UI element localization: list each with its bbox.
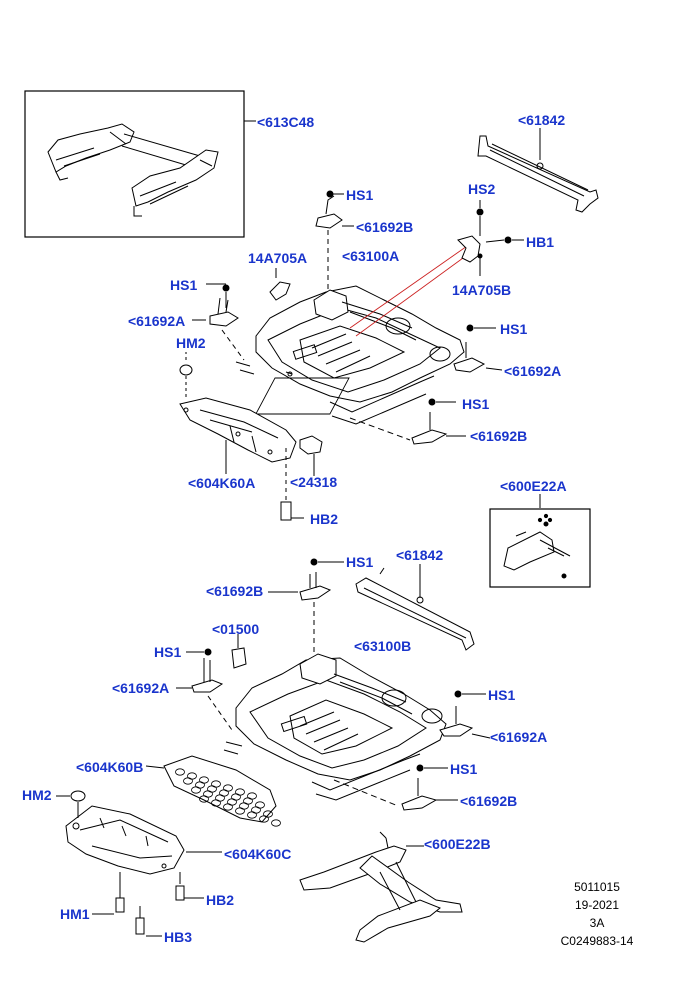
plug-HM2-lower xyxy=(56,790,86,818)
callout-61842-bottom: <61842 xyxy=(396,547,444,563)
bracket-61692B-lower-right xyxy=(333,764,458,811)
callout-hm1: HM1 xyxy=(60,906,90,922)
seat-hinge-assembly-inset xyxy=(24,90,245,238)
callout-61692A-a: <61692A xyxy=(128,313,186,329)
heater-mat-cell xyxy=(247,811,257,819)
heater-mat-cell xyxy=(259,815,269,823)
seat-track-rail-bottom xyxy=(355,564,475,651)
heater-mat-cell xyxy=(271,819,281,827)
callout-63100A: <63100A xyxy=(342,248,400,264)
callout-hs1-g: HS1 xyxy=(488,687,516,703)
heater-mat-cell xyxy=(191,786,201,794)
callout-hs1-e: HS1 xyxy=(346,554,374,570)
callout-61692B-c: <61692B xyxy=(206,583,264,599)
callout-24318: <24318 xyxy=(290,474,338,490)
callout-hb1: HB1 xyxy=(526,234,555,250)
seat-track-rail-top xyxy=(477,128,599,213)
callout-61692A-d: <61692A xyxy=(490,729,548,745)
plate-604K60C xyxy=(65,805,222,904)
callout-604K60C: <604K60C xyxy=(224,846,292,862)
callout-600E22B: <600E22B xyxy=(424,836,491,852)
callout-hm2-b: HM2 xyxy=(22,787,52,803)
bolt-HB2-lower xyxy=(175,872,204,901)
bracket-61692B-lower xyxy=(268,558,344,656)
heater-mat-cell xyxy=(223,803,233,811)
callout-01500: <01500 xyxy=(212,621,260,637)
heater-mat-cell xyxy=(175,768,185,776)
plate-604K60A xyxy=(179,397,297,474)
clip-14A705B xyxy=(457,200,524,276)
callout-hs1-f: HS1 xyxy=(154,644,182,660)
bracket-61692A-upper-right xyxy=(453,324,503,373)
callout-613C48: <613C48 xyxy=(257,114,315,130)
callout-hb2-a: HB2 xyxy=(310,511,339,527)
clip-01500 xyxy=(231,634,247,669)
callout-61842-top: <61842 xyxy=(518,112,566,128)
harness-assembly-inset xyxy=(489,494,591,588)
callout-600E22A: <600E22A xyxy=(500,478,567,494)
callout-hs1-a: HS1 xyxy=(346,187,374,203)
bolt-HB2-upper xyxy=(280,448,304,521)
heater-mat-cell xyxy=(183,777,193,785)
heater-mat-cell xyxy=(199,795,209,803)
reference-line-2: 19-2021 xyxy=(574,898,620,912)
screw-HS1-upper-a xyxy=(326,190,344,198)
callout-63100B: <63100B xyxy=(354,638,412,654)
heater-mat-cell xyxy=(211,799,221,807)
callout-hs2: HS2 xyxy=(468,181,496,197)
seat-cushion-frame-lower xyxy=(223,653,447,801)
bolt-HM1 xyxy=(92,897,125,915)
callout-hs1-d: HS1 xyxy=(462,396,490,412)
callout-61692B-d: <61692B xyxy=(460,793,518,809)
reference-line-3: 3A xyxy=(589,916,605,930)
wiring-harness-600E22B xyxy=(299,831,463,943)
callout-61692B-a: <61692B xyxy=(356,219,414,235)
callout-hs1-c: HS1 xyxy=(500,321,528,337)
clip-24318 xyxy=(299,435,323,476)
bolt-HB3 xyxy=(135,906,162,937)
heater-mat-cell xyxy=(235,807,245,815)
callout-14A705B: 14A705B xyxy=(452,282,512,298)
highlight-leaders xyxy=(349,243,475,337)
callout-hs1-b: HS1 xyxy=(170,277,198,293)
clip-14A705A xyxy=(269,268,291,301)
bracket-61692B-upper xyxy=(315,195,354,290)
bracket-61692B-upper-right xyxy=(349,398,466,445)
callout-61692A-b: <61692A xyxy=(504,363,562,379)
reference-line-1: 5011015 xyxy=(574,880,620,894)
callout-61692B-b: <61692B xyxy=(470,428,528,444)
callout-604K60B: <604K60B xyxy=(76,759,144,775)
callout-604K60A: <604K60A xyxy=(188,475,256,491)
callout-hb2-b: HB2 xyxy=(206,892,235,908)
heater-mat-604K60B xyxy=(145,755,281,827)
callout-61692A-c: <61692A xyxy=(112,680,170,696)
bracket-61692A-lower-left xyxy=(176,648,233,731)
callout-hs1-h: HS1 xyxy=(450,761,478,777)
callout-hm2-a: HM2 xyxy=(176,335,206,351)
seat-cushion-frame-upper xyxy=(235,285,465,425)
callout-hb3: HB3 xyxy=(164,929,193,945)
plug-HM2-upper xyxy=(179,352,193,398)
bracket-61692A-upper-left xyxy=(192,283,245,361)
callout-14A705A: 14A705A xyxy=(248,250,308,266)
bracket-61692A-lower-right xyxy=(439,690,491,739)
reference-line-4: C0249883-14 xyxy=(560,934,634,948)
